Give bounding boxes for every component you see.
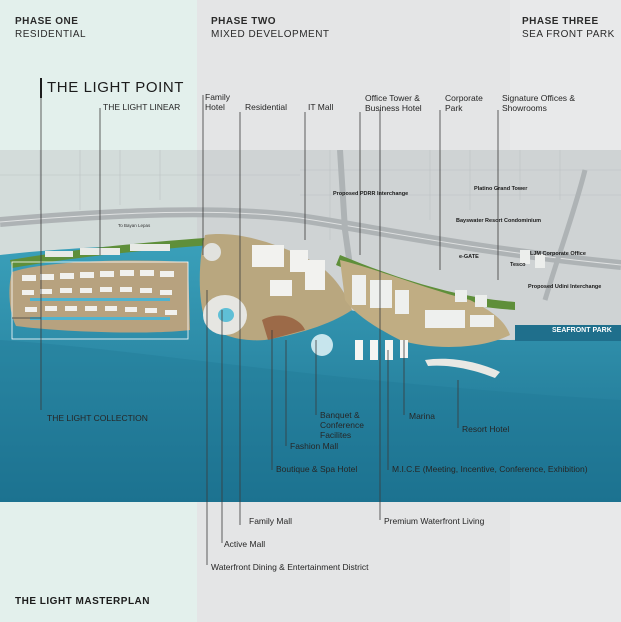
- label-marina: Marina: [409, 411, 435, 421]
- phase-three-header: PHASE THREE SEA FRONT PARK: [522, 16, 615, 40]
- phase-two-title: PHASE TWO: [211, 16, 277, 27]
- waterfront-deck: [262, 315, 305, 340]
- map-label-platino: Platino Grand Tower: [474, 186, 528, 192]
- phase-one-header: PHASE ONE RESIDENTIAL: [15, 16, 86, 40]
- marina-pier: [425, 358, 500, 378]
- phase-one-subtitle: RESIDENTIAL: [15, 29, 87, 40]
- map-label-bayswater: Bayswater Resort Condominium: [456, 218, 541, 224]
- label-it-mall: IT Mall: [308, 102, 334, 112]
- label-mice: M.I.C.E (Meeting, Incentive, Conference,…: [392, 464, 588, 474]
- map-label-udini: Proposed Udini Interchange: [528, 284, 602, 290]
- masterplan-map: [0, 150, 621, 502]
- land-parcels: [0, 150, 621, 240]
- phase-one-title: PHASE ONE: [15, 16, 79, 27]
- phase-three-subtitle: SEA FRONT PARK: [522, 29, 615, 40]
- label-active-mall: Active Mall: [224, 539, 266, 549]
- phase-two-subtitle: MIXED DEVELOPMENT: [211, 29, 330, 40]
- label-boutique-spa: Boutique & Spa Hotel: [276, 464, 358, 474]
- footer-title: THE LIGHT MASTERPLAN: [15, 596, 150, 607]
- phase-two-header: PHASE TWO MIXED DEVELOPMENT: [211, 16, 330, 40]
- light-collection-outline: [11, 261, 189, 340]
- label-fashion-mall: Fashion Mall: [290, 441, 339, 451]
- label-light-collection: THE LIGHT COLLECTION: [47, 413, 148, 423]
- seafront-park-strip: [515, 325, 621, 341]
- label-premium-waterfront: Premium Waterfront Living: [384, 516, 485, 526]
- label-banquet: Banquet & Conference Facilites: [320, 410, 364, 440]
- label-waterfront-dining: Waterfront Dining & Entertainment Distri…: [211, 562, 369, 572]
- map-label-tesco: Tesco: [510, 262, 526, 268]
- label-signature-offices: Signature Offices & Showrooms: [502, 93, 576, 113]
- label-family-mall: Family Mall: [249, 516, 292, 526]
- map-label-pdrr: Proposed PDRR Interchange: [333, 191, 409, 197]
- label-family-hotel: Family Hotel: [205, 92, 231, 112]
- map-label-seafront-park: SEAFRONT PARK: [552, 327, 612, 334]
- banquet-dome: [311, 334, 333, 356]
- map-label-bayan-lepas: To Bayan Lepas: [118, 223, 151, 228]
- light-collection-island: [9, 260, 190, 333]
- label-resort-hotel: Resort Hotel: [462, 424, 510, 434]
- map-label-egate: e-GATE: [459, 254, 479, 260]
- label-corporate-park: Corporate Park: [445, 93, 483, 113]
- map-label-ljm: LJM Corporate Office: [530, 251, 586, 257]
- label-residential: Residential: [245, 102, 288, 112]
- label-light-linear: THE LIGHT LINEAR: [103, 102, 181, 112]
- label-office-tower: Office Tower & Business Hotel: [365, 93, 422, 113]
- headline-light-point: THE LIGHT POINT: [47, 79, 185, 96]
- phase-three-title: PHASE THREE: [522, 16, 599, 27]
